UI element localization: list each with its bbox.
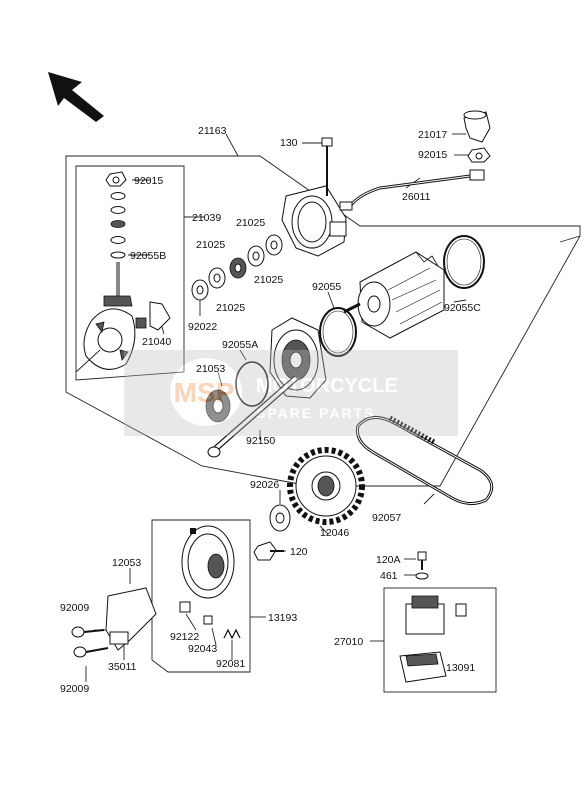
label-461: 461 <box>380 570 398 582</box>
washer-461 <box>415 572 429 580</box>
watermark-line1: MOTORCYCLE <box>256 375 398 397</box>
bolt-130 <box>321 137 333 196</box>
relay-body <box>405 595 467 635</box>
starter-relay-outline <box>383 587 497 693</box>
label-21053: 21053 <box>196 363 225 375</box>
label-92055C: 92055C <box>444 302 481 314</box>
label-26011: 26011 <box>402 191 431 203</box>
label-120: 120 <box>290 546 308 558</box>
label-21163: 21163 <box>198 125 227 137</box>
label-35011: 35011 <box>108 661 137 673</box>
bolt-120A <box>417 551 427 570</box>
label-92057: 92057 <box>372 512 401 524</box>
label-27010: 27010 <box>334 636 363 648</box>
roller-92122 <box>179 601 191 613</box>
front-cover <box>269 317 327 399</box>
cable-26011 <box>339 169 485 211</box>
spring-cap-92043 <box>203 615 213 625</box>
label-13091: 13091 <box>446 662 475 674</box>
label-92150: 92150 <box>246 435 275 447</box>
end-cover <box>281 185 347 257</box>
label-21025-d: 21025 <box>216 302 245 314</box>
o-ring-92055 <box>319 307 357 357</box>
label-21039: 21039 <box>192 212 221 224</box>
brush-21040 <box>135 301 171 331</box>
label-120A: 120A <box>376 554 401 566</box>
watermark-line2: SPARE PARTS <box>256 405 376 421</box>
spring-92081 <box>223 628 241 640</box>
nut-92015 <box>105 171 127 187</box>
label-92055A: 92055A <box>222 339 258 351</box>
nut-92015-top <box>467 147 491 163</box>
pinion-gear-21053 <box>205 389 231 423</box>
label-92015-left: 92015 <box>134 175 163 187</box>
label-12053: 12053 <box>112 557 141 569</box>
washer-stack <box>110 192 126 244</box>
brush-holder-outline <box>75 165 185 381</box>
shaft-92150 <box>207 375 298 458</box>
label-92022: 92022 <box>188 321 217 333</box>
label-92081: 92081 <box>216 658 245 670</box>
label-21017: 21017 <box>418 129 447 141</box>
label-21025-b: 21025 <box>196 239 225 251</box>
label-21040: 21040 <box>142 336 171 348</box>
label-92026: 92026 <box>250 479 279 491</box>
label-21025-c: 21025 <box>254 274 283 286</box>
label-92043: 92043 <box>188 643 217 655</box>
starter-clutch-body <box>181 525 235 599</box>
starter-clutch-outline <box>151 519 251 673</box>
label-92055: 92055 <box>312 281 341 293</box>
o-ring-92055C <box>443 235 485 289</box>
starter-yoke <box>343 251 445 339</box>
direction-arrow-icon <box>48 72 104 122</box>
brush-plate <box>75 308 136 373</box>
watermark: MSP MOTORCYCLE SPARE PARTS <box>124 350 458 436</box>
o-ring-92055B <box>110 251 126 259</box>
relay-cover-13091 <box>399 651 447 683</box>
label-92122: 92122 <box>170 631 199 643</box>
terminal-cap-21017 <box>463 110 491 143</box>
label-92009-a: 92009 <box>60 602 89 614</box>
bolt-92009-a <box>71 626 105 638</box>
bolt-92009-b <box>73 646 109 658</box>
label-130: 130 <box>280 137 298 149</box>
label-12046: 12046 <box>320 527 349 539</box>
sprocket-12046 <box>287 447 365 525</box>
drive-chain-92057 <box>355 415 494 505</box>
bracket-35011 <box>105 587 157 651</box>
part-labels: 21163 130 21017 92015 26011 92015 21039 … <box>60 125 481 695</box>
label-92009-b: 92009 <box>60 683 89 695</box>
bolt-120 <box>253 541 284 561</box>
label-21025-a: 21025 <box>236 217 265 229</box>
watermark-logo: MSP <box>174 377 235 408</box>
terminal-bolt <box>103 262 133 307</box>
o-ring-92055A <box>235 361 269 407</box>
label-92055B: 92055B <box>130 250 166 262</box>
label-92015-top: 92015 <box>418 149 447 161</box>
label-13193: 13193 <box>268 612 297 624</box>
